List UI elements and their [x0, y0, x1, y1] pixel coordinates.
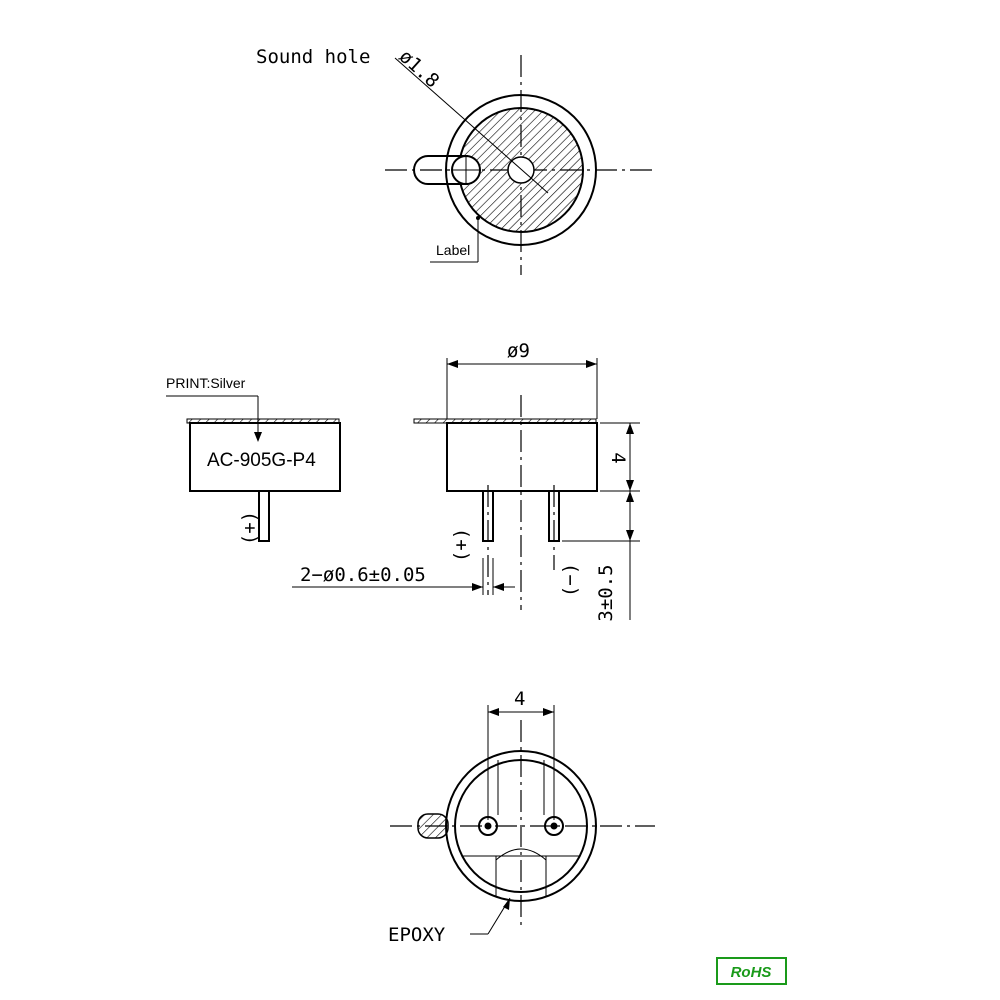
bottom-view: 4 EPOXY [388, 688, 655, 946]
sound-hole-diameter-dim: ø1.8 [395, 45, 444, 92]
sound-hole-label: Sound hole [256, 46, 370, 68]
bottom-view-tab [417, 813, 449, 839]
rohs-badge: RoHS [716, 957, 787, 985]
top-view: Sound hole ø1.8 Label [256, 45, 655, 275]
pin-length-dim: 3±0.5 [595, 564, 617, 621]
side-view-body-dimensioned [446, 422, 598, 492]
pin-spacing-dim: 4 [514, 688, 525, 710]
epoxy-label: EPOXY [388, 924, 446, 946]
plus-label-left: (+) [239, 511, 261, 545]
side-view-print: PRINT:Silver AC-905G-P4 (+) [166, 375, 341, 545]
top-view-tab [413, 155, 468, 185]
bottom-pin-left [478, 816, 498, 836]
minus-label: (−) [559, 563, 581, 597]
rohs-text: RoHS [731, 964, 772, 981]
rohs-badge-frame [716, 957, 787, 985]
bottom-view-inner-ring [454, 759, 588, 893]
model-text: AC-905G-P4 [207, 450, 316, 471]
side-view-pin [258, 490, 270, 542]
side-view-dimensioned: ø9 4 3±0.5 2−ø0.6±0.05 (+) (−) [292, 340, 640, 622]
label-callout: Label [436, 242, 470, 258]
pin-diameter-dim: 2−ø0.6±0.05 [300, 564, 426, 586]
height-dim: 4 [607, 452, 629, 463]
bottom-pin-right [544, 816, 564, 836]
sound-hole-leader [394, 57, 549, 194]
plus-label-center: (+) [450, 528, 472, 562]
diameter-dim: ø9 [507, 340, 530, 362]
print-label: PRINT:Silver [166, 375, 246, 391]
top-view-outer-ring [445, 94, 597, 246]
epoxy-region [495, 848, 547, 861]
